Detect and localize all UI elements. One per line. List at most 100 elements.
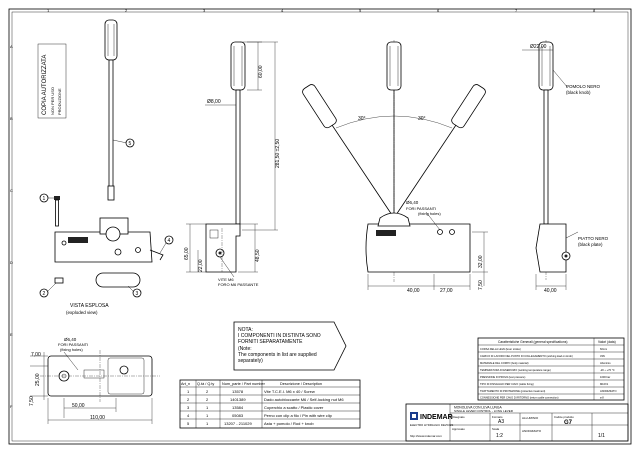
spec-cell: -20 ÷ +70 °C <box>600 368 615 372</box>
col-mark: 1 <box>47 8 50 13</box>
balloon-label: 4 <box>168 238 171 244</box>
side-knob <box>230 41 246 91</box>
parts-header: Descrizione / Description <box>280 382 322 386</box>
row-mark: A <box>10 44 13 49</box>
dim-front-w1: 40,00 <box>407 288 420 294</box>
material-value: ALLUMINIO <box>522 416 539 420</box>
spec-cell: PRESSIONE DI PROVA (test pressure) <box>480 375 525 379</box>
stamp-line: COPIA AUTORIZZATA <box>42 55 48 115</box>
control-body <box>54 231 153 263</box>
note-box: NOTA: I COMPONENTI IN DISTINTA SONO FORN… <box>233 321 347 371</box>
parts-cell: 1 <box>206 413 209 418</box>
spec-header: Valori (data) <box>598 340 616 344</box>
dim-knob-length: 60,00 <box>258 65 264 78</box>
parts-cell: 1 <box>206 405 209 410</box>
parts-cell: Asta + pomolo / Rod + knob <box>264 421 314 426</box>
parts-header: Q.tà / Q.ty <box>197 382 214 386</box>
dim-front-w2: 27,00 <box>440 288 453 294</box>
dim-base-height: 22,00 <box>198 259 204 272</box>
dim-right-width: 40,00 <box>544 288 557 294</box>
parts-table: Art_n Q.tà / Q.ty Num_parte / Part numbe… <box>179 379 361 429</box>
spec-cell: MATERIALE DEL CORPO (body material) <box>480 361 529 365</box>
balloon-5 <box>125 138 135 148</box>
spec-cell: 33N <box>600 354 605 358</box>
note-line: (Note: <box>238 346 252 352</box>
col-mark: 3 <box>203 8 206 13</box>
outer-frame <box>8 8 632 445</box>
side-rod <box>235 89 241 225</box>
bottom-view: Ø6,40 FORI PASSANTI (fixing holes) 7,00 … <box>29 337 160 424</box>
balloon-4 <box>164 235 174 245</box>
company-name: INDEMAR <box>420 414 453 421</box>
parts-cell: Perno con clip a filo / Pin with wire cl… <box>264 413 333 418</box>
front-hole-label: (fixing holes) <box>418 211 441 216</box>
spec-table: Caratteristiche Generali (general specif… <box>477 337 625 401</box>
side-body <box>205 223 241 273</box>
size-value: A3 <box>498 419 504 425</box>
plastic-cover <box>95 272 141 288</box>
front-knob-left <box>302 84 337 129</box>
angle-left: 30° <box>358 116 366 122</box>
row-mark: D <box>10 260 13 265</box>
knob-note: POMOLO NERO <box>566 84 601 89</box>
scale-label: Scala <box>492 427 499 431</box>
title-description-en: SINGLE LEVER CONTROL - LONG LEVER <box>454 409 514 413</box>
checked-label: Approvato <box>452 427 465 431</box>
dim-front-h2: 7,50 <box>478 280 484 290</box>
right-rod <box>543 89 549 225</box>
company-logo: INDEMAR <box>410 412 453 421</box>
parts-cell: 4 <box>187 413 190 418</box>
stamp-line: PRODUZIONE <box>57 88 62 115</box>
company-website[interactable]: http://www.indemar.com <box>410 434 442 438</box>
col-mark: 5 <box>359 8 362 13</box>
parts-cell: 13578 <box>232 389 244 394</box>
bottom-hole-label: FORI PASSANTI <box>58 342 88 347</box>
spec-cell: Alluminio <box>600 361 611 365</box>
spec-cell: ANODIZZATO <box>600 389 616 393</box>
spec-cell: M10X1 <box>600 382 609 386</box>
dim-front-h1: 32,00 <box>478 255 484 268</box>
dim-bottom-w-a: 50,00 <box>72 403 85 409</box>
side-view: 60,00 281,50 ±2,50 Ø8,00 48,50 65,00 22,… <box>184 41 281 287</box>
row-mark: F <box>10 404 13 409</box>
lever-rod <box>108 59 114 189</box>
col-mark: 2 <box>125 8 128 13</box>
parts-cell: 2 <box>187 397 190 402</box>
finish-value: ANODIZZATO <box>522 429 542 433</box>
front-knob-center <box>386 41 402 91</box>
spec-header: Caratteristiche Generali (general specif… <box>498 340 567 344</box>
right-view: Ø22,00 POMOLO NERO (black knob) PIATTO N… <box>522 40 609 294</box>
row-mark: E <box>10 332 13 337</box>
col-mark: 6 <box>437 8 440 13</box>
bottom-hole-label: (fixing holes) <box>60 347 83 352</box>
exploded-view: 5 1 2 3 4 VISTA ESPLOSA (exploded view) <box>39 19 174 315</box>
dim-lever-length: 281,50 ±2,50 <box>275 139 281 168</box>
parts-cell: 3 <box>187 405 190 410</box>
note-line: I COMPONENTI IN DISTINTA SONO <box>238 333 321 339</box>
parts-cell: 5 <box>187 421 190 426</box>
frame-col-marks: 1 2 3 4 5 6 7 8 <box>47 8 596 13</box>
pin-with-clip <box>149 249 164 261</box>
side-hole-label: VITE M6 <box>218 277 234 282</box>
note-line: The components in list are supplied <box>238 352 317 358</box>
balloon-label: 5 <box>129 141 132 147</box>
spec-cell: 60mm <box>600 347 607 351</box>
parts-cell: 1401389 <box>230 397 246 402</box>
dim-bottom-w-b: 110,00 <box>90 415 105 421</box>
parts-cell: 13584 <box>232 405 244 410</box>
parts-cell: 05083 <box>232 413 244 418</box>
front-view: 30° 30° Ø6,40 FORI PASSANTI (fixing hole… <box>302 40 488 294</box>
spec-cell: ø 8 <box>600 396 604 400</box>
title-block: INDEMAR ELECTRO HYDRAULIC DEVICES http:/… <box>405 403 629 442</box>
dim-knob-diameter: Ø22,00 <box>530 44 547 50</box>
balloon-label: 2 <box>43 291 46 297</box>
code-label: Codice prodotto <box>554 415 574 419</box>
spec-cell: TEMPERATURA DI ESERCIZIO (working temper… <box>480 368 551 372</box>
exploded-view-caption-en: (exploded view) <box>66 310 98 315</box>
company-subtitle: ELECTRO HYDRAULIC DEVICES <box>410 423 453 427</box>
dim-body-height: 48,50 <box>255 249 261 262</box>
front-hole-label: Ø6,40 <box>406 200 419 205</box>
note-line: FORNITI SEPARATAMENTE <box>238 339 303 345</box>
base-note: (black plate) <box>578 242 603 247</box>
